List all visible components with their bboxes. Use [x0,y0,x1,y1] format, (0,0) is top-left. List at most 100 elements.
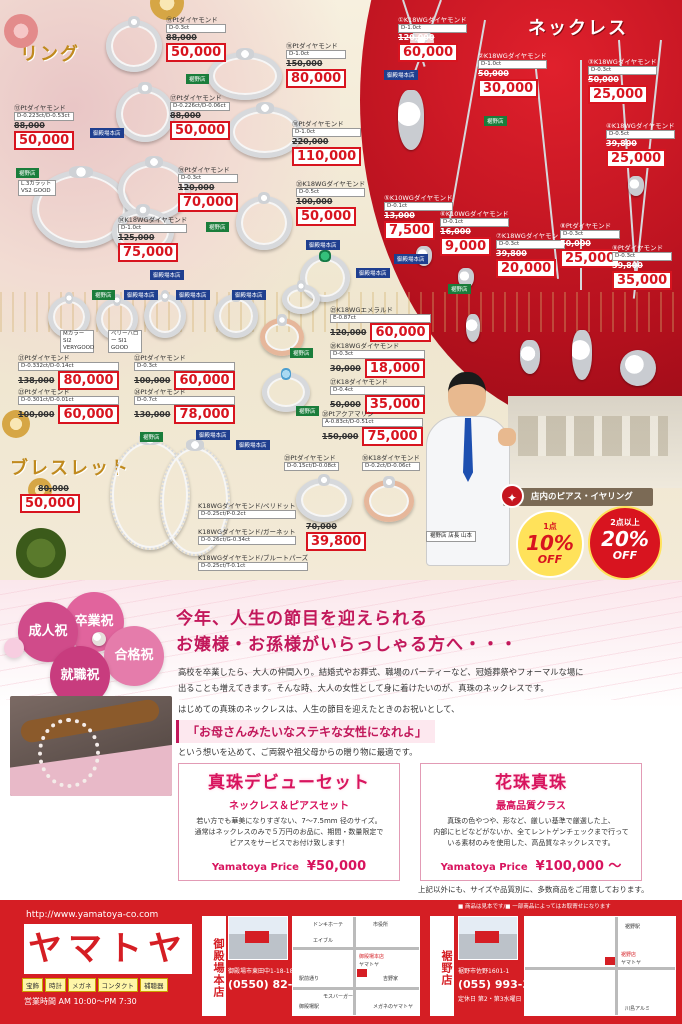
sale-price: 50,000 [170,121,231,140]
ring-item-15: ⑮Ptダイヤモンド D-0.3ct 88,000 50,000 [166,16,227,62]
set-description: 真珠の色やつや、形など、厳しい基準で厳選した上、 内部にヒビなどがないか、全てレ… [433,817,629,847]
sale-price: 80,000 [286,69,347,88]
store-badge: 御殿場本店 [306,240,340,250]
piercing-promo-banner: 店内のピアス・イヤリング [503,488,653,506]
bracelet-section-title: ブレスレット [10,458,130,479]
necklace-item-9: ⑨Ptダイヤモンド D-0.3ct 59,800 35,000 [612,244,673,290]
store-badge: 裾野店 [484,116,507,126]
discount-badge-2: 2点以上 20% OFF [588,506,662,580]
store-name-susono: 裾野店 [430,916,454,1016]
necklace-item-8: ⑧Ptダイヤモンド D-0.3ct 50,000 25,000 [560,222,621,268]
ring-image [282,280,320,314]
ring-item-20: ⑳K18WGダイヤモンド D-0.5ct 100,000 50,000 [296,180,366,226]
sale-price: 80,000 [58,371,119,390]
set-subtitle: ネックレス＆ピアスセット [229,801,349,812]
category-jewelry: 宝飾 [22,978,43,992]
plum-blossom-icon [4,14,38,48]
necklace-item-2: ②K18WGダイヤモンド D-1.0ct 50,000 30,000 [478,52,547,98]
ring-item-14: ⑭K18WGダイヤモンド D-1.0ct 125,000 75,000 [118,216,188,262]
store-name-gotemba: 御殿場本店 [202,916,226,1016]
set-title: 真珠デビューセット [208,773,370,793]
ring-grade: ベリーハロー SI1 GOOD [108,330,142,353]
store-badge: 御殿場本店 [90,128,124,138]
decor-circle [4,638,24,658]
ring-image [236,192,292,250]
sale-price: 25,000 [588,85,649,104]
store-badge: 御殿場本店 [232,290,266,300]
set-title: 花珠真珠 [495,773,567,793]
necklace-pendant [520,340,540,374]
necklace-pendant [466,314,480,342]
pearl-body-3: はじめての真珠のネックレスは、人生の節目を迎えたときのお祝いとして、 [178,704,460,714]
map-gotemba: ドンキホーテ 市役所 御殿場本店 ヤマトヤ エイブル 吉野家 駅前通り 御殿場駅… [292,916,420,1016]
necklace-pendant [620,350,656,386]
sale-price: 75,000 [118,243,179,262]
sale-price: 70,000 [178,193,239,212]
category-contact: コンタクト [97,978,138,992]
pearl-necklace-photo [10,696,172,796]
website-url[interactable]: http://www.yamatoya-co.com [26,910,159,920]
store-address-susono: 裾野市佐野1601-1 [458,968,510,975]
store-badge: 裾野店 [16,168,39,178]
store-badge: 裾野店 [448,284,471,294]
store-photo-susono [458,916,518,960]
store-badge: 裾野店 [186,74,209,84]
necklace-pendant [572,330,592,380]
sale-price: 110,000 [292,147,362,166]
set-price: Yamatoya Price¥100,000 ～ [440,859,622,874]
hanadama-pearl-box: 花珠真珠 最高品質クラス 真珠の色やつや、形など、厳しい基準で厳選した上、 内部… [420,763,642,881]
discount-badge-1: 1点 10% OFF [516,510,584,578]
necklace-chain [580,60,582,290]
bracelet-image [160,439,230,556]
ring-image [260,314,304,356]
bracelet-price: 80,000 50,000 [20,484,81,513]
pearl-body-2: 出ることも増えてきます。そんな時、大人の女性として身に着けたいのが、真珠のネック… [178,683,549,693]
category-hearing-aid: 補聴器 [140,978,168,992]
ring-image [214,290,258,338]
pearl-headline-1: 今年、人生の節目を迎えられる [176,609,428,629]
necklace-item-3: ③K18WGダイヤモンド D-0.3ct 50,000 25,000 [588,58,657,104]
necklace-item-4: ④K18WGダイヤモンド D-0.5ct 39,800 25,000 [606,122,675,168]
store-badge: 御殿場本店 [196,430,230,440]
ring-grade: L.3カラット VS2 GOOD [18,180,56,196]
store-address-gotemba: 御殿場市東田中1-18-18 [228,968,294,975]
plum-blossom-icon [150,0,184,20]
store-manager-photo [418,372,516,580]
store-badge: 御殿場本店 [394,254,428,264]
ring-item-16: ⑯Ptダイヤモンド D-1.0ct 150,000 80,000 [286,42,347,88]
ring-image [116,82,174,142]
tag-exam-pass: 合格祝 [104,626,164,686]
pearl-debut-set-box: 真珠デビューセット ネックレス＆ピアスセット 若い方でも華美になりすぎない、7～… [178,763,400,881]
sale-price: 60,000 [370,323,431,342]
sale-price: 60,000 [398,43,459,62]
necklace-pendant [628,176,644,196]
necklace-pendant [398,90,424,150]
category-glasses: メガネ [68,978,96,992]
ring-image [228,102,302,158]
sale-price: 39,800 [306,532,367,551]
store-badge: 御殿場本店 [384,70,418,80]
ring-grade: Mカラー SI2 VERYGOOD [60,330,94,353]
sale-price: 25,000 [606,149,667,168]
sale-price: 60,000 [174,371,235,390]
ring-item-17: ⑰Ptダイヤモンド D-0.226ct/D-0.06ct 88,000 50,0… [170,94,231,140]
store-badge: 裾野店 [290,348,313,358]
sale-price: 9,000 [440,237,492,256]
store-badge: 裾野店 [140,432,163,442]
sale-price: 30,000 [478,79,539,98]
ring-image [208,48,282,100]
store-holiday-susono: 定休日 第2・第3水曜日 [458,996,522,1003]
ring-section-title: リング [20,44,80,65]
pearl-body-4: という想いを込めて、ご両親や祖父母からの贈り物に最適です。 [178,747,418,757]
store-badge: 御殿場本店 [176,290,210,300]
set-description: 若い方でも華美になりすぎない、7～7.5mm 径のサイズ。 通常はネックレスのみ… [194,817,384,847]
pearl-note: 上記以外にも、サイズや品質別に、多数商品をご用意しております。 [418,885,649,894]
store-badge: 裾野店 [92,290,115,300]
